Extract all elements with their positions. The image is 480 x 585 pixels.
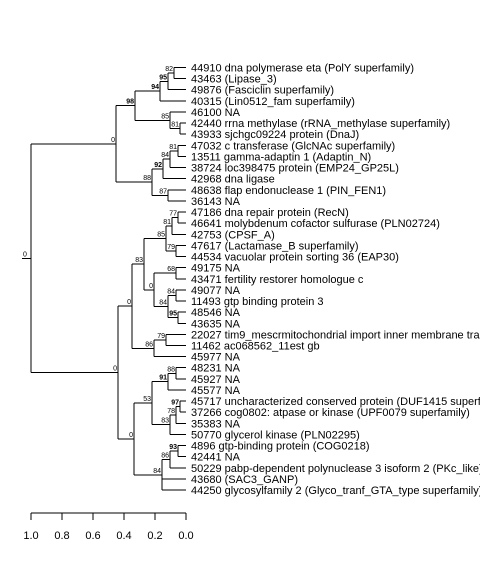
bootstrap-value: 81 [171,122,179,129]
leaf-label: 49175 NA [191,263,241,275]
bootstrap-value: 87 [159,188,167,195]
bootstrap-value: 68 [167,266,175,273]
bootstrap-value: 84 [153,468,161,475]
bootstrap-value: 83 [135,257,143,264]
bootstrap-value: 79 [157,333,165,340]
leaf-label: 36143 NA [191,196,241,208]
axis-tick-label: 0.4 [116,530,131,542]
bootstrap-labels: 8295948185988184928788077817985688495840… [23,66,179,475]
leaf-labels: 44910 dna polymerase eta (PolY superfami… [191,63,480,498]
axis-tick-label: 1.0 [23,530,38,542]
axis-tick-label: 0.0 [178,530,193,542]
leaf-label: 47186 dna repair protein (RecN) [191,207,349,219]
bootstrap-value: 97 [171,400,179,407]
bootstrap-value: 85 [161,113,169,120]
bootstrap-value: 95 [159,74,167,81]
bootstrap-value: 86 [145,341,153,348]
leaf-label: 42440 rrna methylase (rRNA_methylase sup… [191,118,450,130]
bootstrap-value: 95 [169,311,177,318]
bootstrap-value: 88 [143,175,151,182]
leaf-label: 47032 c transferase (GlcNAc superfamily) [191,140,395,152]
leaf-label: 43471 fertility restorer homologue c [191,274,364,286]
bootstrap-value: 82 [165,66,173,73]
leaf-label: 35383 NA [191,418,241,430]
leaf-label: 42753 (CPSF_A) [191,229,275,241]
bootstrap-value: 0 [129,432,133,439]
leaf-label: 44250 glycosylfamily 2 (Glyco_tranf_GTA_… [191,485,480,497]
leaf-label: 13511 gamma-adaptin 1 (Adaptin_N) [191,151,371,163]
bootstrap-value: 93 [169,444,177,451]
bootstrap-value: 0 [111,137,115,144]
tree-branches [22,67,186,491]
leaf-label: 45577 NA [191,385,241,397]
root-label: 0 [23,251,27,258]
bootstrap-value: 79 [167,244,175,251]
leaf-label: 42441 NA [191,452,241,464]
bootstrap-value: 86 [161,452,169,459]
leaf-label: 48231 NA [191,363,241,375]
leaf-label: 44534 vacuolar protein sorting 36 (EAP30… [191,252,399,264]
bootstrap-value: 91 [159,375,167,382]
leaf-label: 43680 (SAC3_GANP) [191,474,298,486]
bootstrap-value: 81 [169,144,177,151]
bootstrap-value: 77 [169,211,177,218]
leaf-label: 45977 NA [191,352,241,364]
bootstrap-value: 94 [151,84,159,91]
leaf-label: 48546 NA [191,307,241,319]
bootstrap-value: 0 [149,283,153,290]
leaf-label: 47617 (Lactamase_B superfamily) [191,240,359,252]
bootstrap-value: 0 [127,299,131,306]
leaf-label: 11462 ac068562_11est gb [191,341,320,353]
leaf-label: 40315 (Lin0512_fam superfamily) [191,96,355,108]
leaf-label: 22027 tim9_mescrmitochondrial import inn… [191,329,480,341]
leaf-label: 43463 (Lipase_3) [191,74,277,86]
leaf-label: 45927 NA [191,374,241,386]
leaf-label: 38724 loc398475 protein (EMP24_GP25L) [191,163,399,175]
leaf-label: 11493 gtp binding protein 3 [191,296,324,308]
leaf-label: 4896 gtp-binding protein (COG0218) [191,441,370,453]
bootstrap-value: 98 [126,99,134,106]
bootstrap-value: 88 [167,366,175,373]
bootstrap-value: 92 [154,162,162,169]
leaf-label: 46641 molybdenum cofactor sulfurase (PLN… [191,218,440,230]
scale-axis: 1.0 0.8 0.6 0.4 0.2 0.0 [23,512,194,542]
leaf-label: 43933 sjchgc09224 protein (DnaJ) [191,129,359,141]
bootstrap-value: 85 [157,231,165,238]
bootstrap-value: 81 [163,219,171,226]
leaf-label: 37266 cog0802: atpase or kinase (UPF0079… [191,407,470,419]
leaf-label: 45717 uncharacterized conserved protein … [191,396,480,408]
bootstrap-value: 83 [161,418,169,425]
leaf-label: 42968 dna ligase [191,174,275,186]
axis-tick-label: 0.6 [85,530,100,542]
axis-tick-label: 0.8 [54,530,69,542]
leaf-label: 48638 flap endonuclease 1 (PIN_FEN1) [191,185,386,197]
leaf-label: 46100 NA [191,107,241,119]
leaf-label: 50229 pabp-dependent polynuclease 3 isof… [191,463,480,475]
bootstrap-value: 84 [159,300,167,307]
leaf-label: 44910 dna polymerase eta (PolY superfami… [191,63,414,75]
bootstrap-value: 0 [113,366,117,373]
bootstrap-value: 84 [161,152,169,159]
leaf-label: 43635 NA [191,318,241,330]
bootstrap-value: 53 [143,396,151,403]
axis-tick-label: 0.2 [147,530,162,542]
leaf-label: 50770 glycerol kinase (PLN02295) [191,429,360,441]
bootstrap-value: 84 [167,288,175,295]
leaf-label: 49077 NA [191,285,241,297]
leaf-label: 49876 (Fasciclin superfamily) [191,85,334,97]
bootstrap-value: 78 [167,408,175,415]
